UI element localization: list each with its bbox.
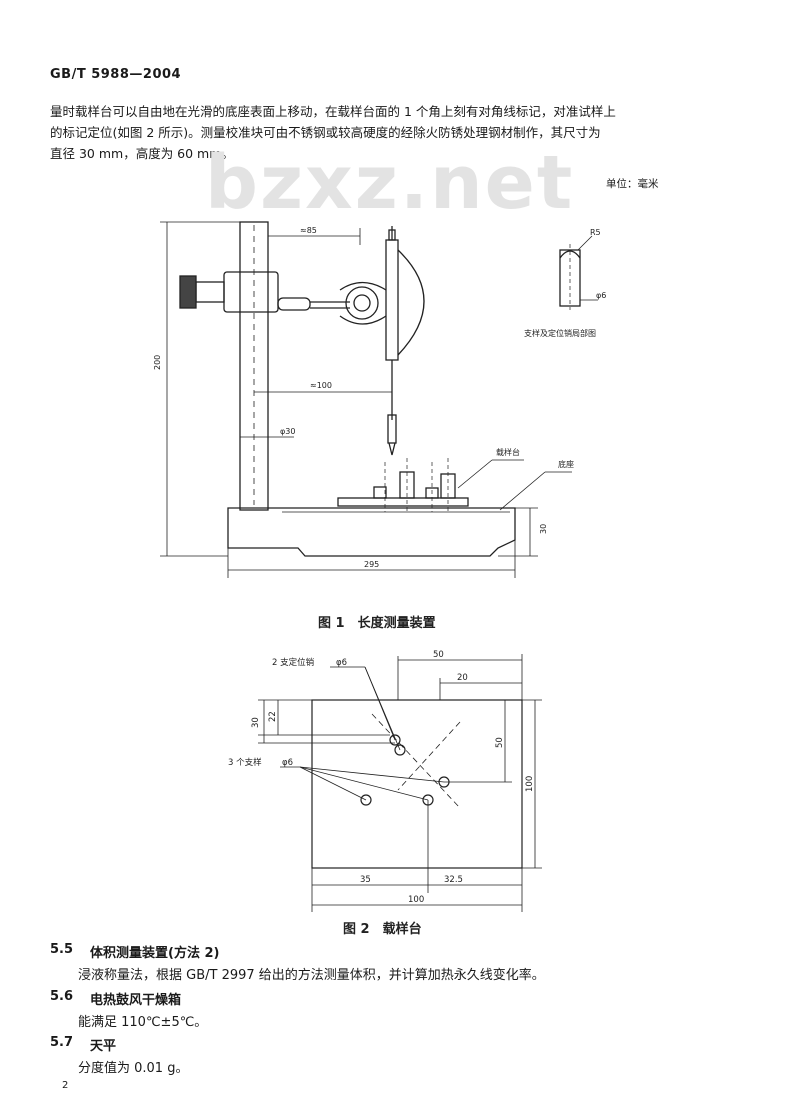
- section-body: 分度值为 0.01 g。: [78, 1061, 189, 1076]
- label-stage: 载样台: [496, 447, 520, 457]
- figure1-labels: ≈85 ≈100 200 φ30 295 30 载样台 底座 R5 φ6 支样及…: [153, 226, 606, 569]
- dim-100-horizontal: 100: [408, 895, 424, 905]
- section-body: 能满足 110℃±5℃。: [78, 1015, 208, 1030]
- dim-22: 22: [268, 711, 278, 722]
- stage-plate: [311, 699, 523, 869]
- dim-200: 200: [153, 355, 162, 370]
- watermark: bzxz.net: [205, 140, 575, 226]
- dim-50-vertical: 50: [495, 737, 505, 748]
- label-pins-phi: φ6: [336, 658, 347, 668]
- dim-85: ≈85: [300, 226, 317, 235]
- label-pin-phi: φ6: [596, 291, 606, 300]
- dim-20: 20: [457, 673, 468, 683]
- section-title: 天平: [90, 1039, 117, 1054]
- figure1-drawing: [160, 221, 598, 578]
- dial-gauge-body: [385, 239, 399, 361]
- clamp-screw: [195, 281, 225, 303]
- sample-stage: [337, 497, 469, 507]
- locating-pin: [394, 744, 406, 756]
- section-number: 5.5: [50, 942, 74, 957]
- intro-paragraph: 量时载样台可以自由地在光滑的底座表面上移动，在载样台面的 1 个角上刻有对角线标…: [50, 101, 730, 164]
- dim-35: 35: [360, 875, 371, 885]
- figure2-drawing: [258, 654, 542, 912]
- label-pin-title: 支样及定位销局部图: [524, 328, 596, 338]
- section-number: 5.6: [50, 989, 74, 1004]
- dim-50: 50: [433, 650, 444, 660]
- dial-face: [397, 249, 425, 356]
- dim-295: 295: [364, 560, 379, 569]
- dim-100: ≈100: [310, 381, 332, 390]
- label-pin-r: R5: [590, 228, 601, 237]
- section-title: 体积测量装置(方法 2): [90, 946, 220, 961]
- label-base: 底座: [558, 459, 574, 469]
- label-pins: 2 支定位销: [272, 657, 315, 668]
- intro-line: 量时载样台可以自由地在光滑的底座表面上移动，在载样台面的 1 个角上刻有对角线标…: [50, 104, 616, 119]
- pin-detail: [559, 249, 581, 307]
- label-supports: 3 个支样: [228, 757, 262, 768]
- dim-30-left: 30: [251, 717, 261, 728]
- column: [239, 221, 269, 511]
- clamp-block: [223, 271, 279, 313]
- section-body: 浸液称量法，根据 GB/T 2997 给出的方法测量体积，并计算加热永久线变化率…: [78, 968, 545, 983]
- base: [227, 507, 516, 557]
- support: [360, 794, 372, 806]
- label-supports-phi: φ6: [282, 758, 293, 768]
- dim-100-vertical: 100: [525, 776, 535, 792]
- locating-pin: [389, 734, 401, 746]
- knob: [179, 275, 197, 309]
- page-number: 2: [62, 1080, 69, 1091]
- dim-32-5: 32.5: [444, 875, 463, 885]
- figure1-caption: 图 1 长度测量装置: [318, 615, 436, 631]
- unit-note: 单位：毫米: [606, 178, 659, 190]
- intro-line: 直径 30 mm，高度为 60 mm。: [50, 146, 234, 161]
- section-title: 电热鼓风干燥箱: [90, 993, 182, 1008]
- figure2-labels: 2 支定位销 φ6 3 个支样 φ6 50 20 30 22 50 100 35…: [228, 650, 535, 905]
- section-number: 5.7: [50, 1035, 74, 1050]
- figure2-caption: 图 2 载样台: [343, 921, 422, 937]
- dim-phi30: φ30: [280, 427, 295, 436]
- intro-line: 的标记定位(如图 2 所示)。测量校准块可由不锈钢或较高硬度的经除火防锈处理钢材…: [50, 125, 601, 140]
- dim-30: 30: [539, 524, 548, 534]
- standard-code: GB/T 5988—2004: [50, 67, 182, 82]
